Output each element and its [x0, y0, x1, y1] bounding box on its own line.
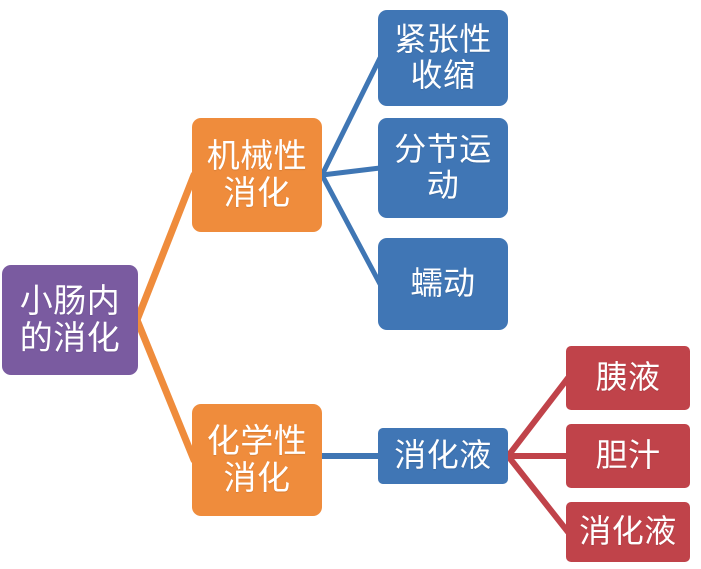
- connector-juice-to-pancreatic: [505, 375, 571, 459]
- node-leaf-digestive-juice-label: 消化液: [394, 436, 492, 475]
- node-root-label: 小肠内 的消化: [19, 281, 121, 357]
- node-branch-mechanical-digestion[interactable]: 机械性 消化: [192, 118, 322, 232]
- node-leaf-bile-label: 胆汁: [595, 436, 661, 475]
- connector-mechanical-to-peristalsis: [319, 172, 383, 287]
- connector-mechanical-to-segmentation: [319, 165, 383, 178]
- node-leaf-digestive-juice[interactable]: 消化液: [378, 428, 508, 484]
- connector-root-to-chemical: [133, 316, 198, 464]
- node-leaf-pancreatic-juice-label: 胰液: [595, 358, 661, 397]
- node-leaf-peristalsis-label: 蠕动: [410, 264, 476, 303]
- node-leaf-segmentation-movement[interactable]: 分节运 动: [378, 118, 508, 218]
- node-leaf-pancreatic-juice[interactable]: 胰液: [566, 346, 690, 410]
- node-leaf-tonic-contraction[interactable]: 紧张性 收缩: [378, 10, 508, 106]
- node-leaf-bile[interactable]: 胆汁: [566, 424, 690, 488]
- node-root-small-intestine-digestion[interactable]: 小肠内 的消化: [2, 265, 138, 375]
- node-leaf-peristalsis[interactable]: 蠕动: [378, 238, 508, 330]
- node-branch-chemical-label: 化学性 消化: [206, 421, 308, 497]
- node-branch-chemical-digestion[interactable]: 化学性 消化: [192, 404, 322, 516]
- node-leaf-intestinal-juice-label: 消化液: [579, 512, 677, 551]
- node-leaf-segmentation-movement-label: 分节运 动: [394, 130, 492, 204]
- node-branch-mechanical-label: 机械性 消化: [206, 136, 308, 212]
- connector-root-to-mechanical: [133, 171, 198, 324]
- node-leaf-tonic-contraction-label: 紧张性 收缩: [394, 20, 492, 94]
- connector-mechanical-to-tonic: [319, 55, 383, 178]
- node-leaf-intestinal-juice[interactable]: 消化液: [566, 502, 690, 562]
- connector-juice-to-intestinal: [505, 453, 571, 535]
